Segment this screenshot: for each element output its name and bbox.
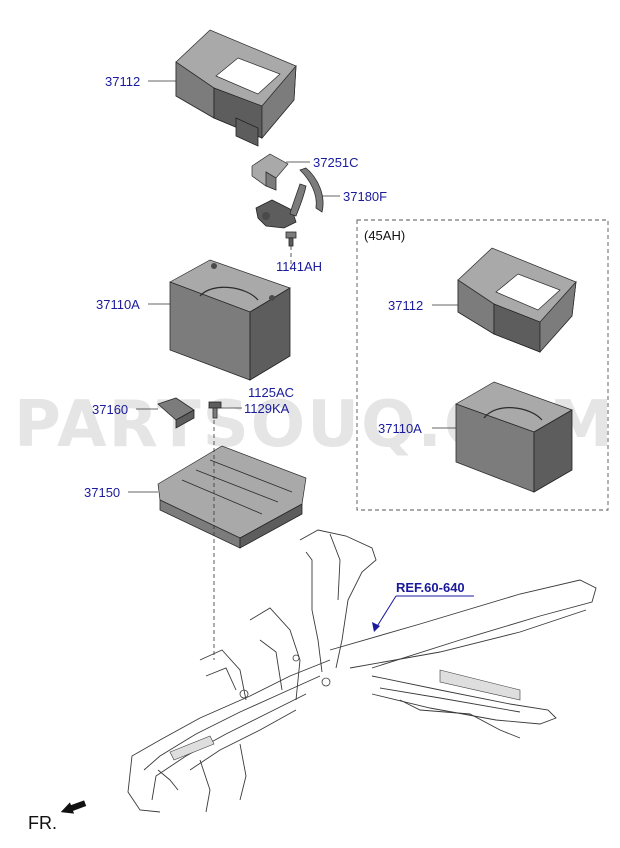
battery-cable[interactable] <box>255 167 324 229</box>
label-37150[interactable]: 37150 <box>84 485 120 500</box>
bolt-1141ah[interactable] <box>285 231 297 247</box>
terminal-clamp-cover[interactable] <box>251 153 289 191</box>
box-insulation-cover[interactable] <box>457 247 577 354</box>
vehicle-frame <box>127 529 597 813</box>
battery-tray[interactable] <box>157 445 307 549</box>
ref-arrowhead <box>372 622 380 632</box>
label-1141ah[interactable]: 1141AH <box>276 259 322 274</box>
front-direction-label: FR. <box>28 813 57 833</box>
bracket-37160[interactable] <box>157 397 195 429</box>
box-battery[interactable] <box>455 381 573 493</box>
battery-insulation-cover[interactable] <box>175 29 297 147</box>
label-box-37110a[interactable]: 37110A <box>378 421 422 436</box>
battery[interactable] <box>169 259 291 381</box>
ref-leader <box>375 595 397 629</box>
screw-1129ka[interactable] <box>208 401 222 419</box>
option-box-45ah <box>356 219 609 511</box>
front-direction-arrow-icon <box>60 800 87 814</box>
label-37180f[interactable]: 37180F <box>343 189 387 204</box>
label-37110a[interactable]: 37110A <box>96 297 140 312</box>
label-37251c[interactable]: 37251C <box>313 155 359 170</box>
label-37160[interactable]: 37160 <box>92 402 128 417</box>
label-1129ka[interactable]: 1129KA <box>244 401 290 416</box>
label-ref-60-640[interactable]: REF.60-640 <box>396 580 465 595</box>
option-box-title: (45AH) <box>364 228 405 243</box>
label-1125ac[interactable]: 1125AC <box>248 385 294 400</box>
label-box-37112[interactable]: 37112 <box>388 298 423 313</box>
label-37112[interactable]: 37112 <box>105 74 140 89</box>
